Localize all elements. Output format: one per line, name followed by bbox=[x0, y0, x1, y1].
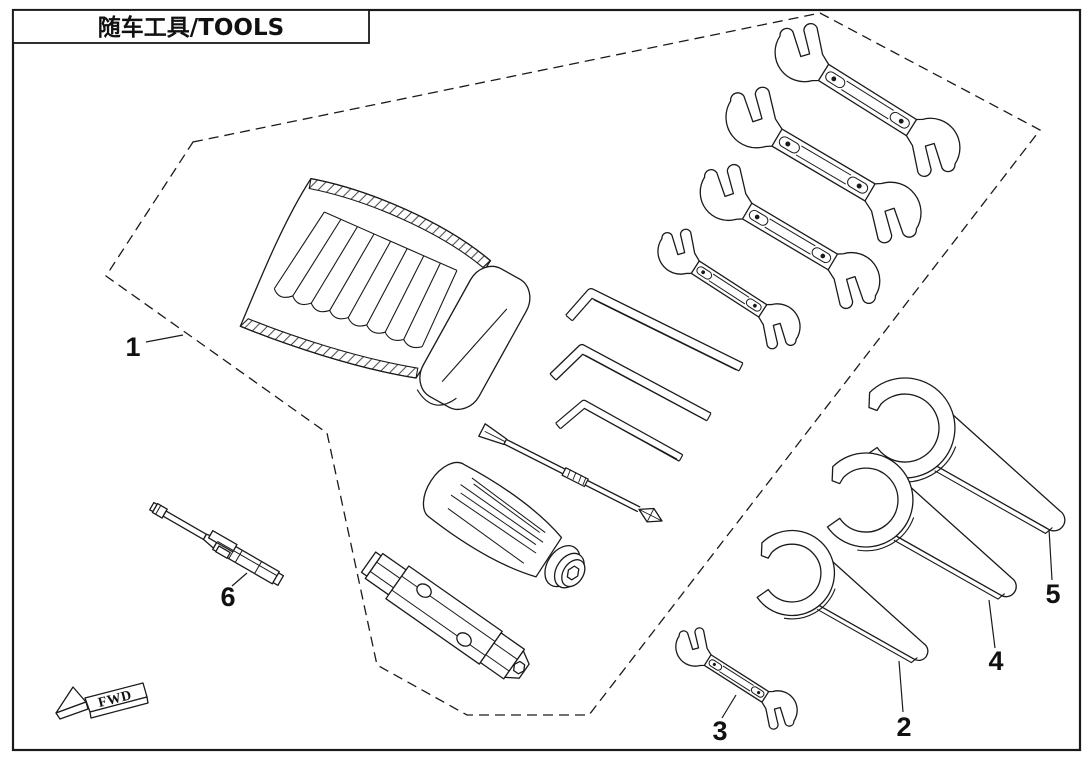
tool-kit-outline bbox=[105, 12, 1041, 716]
screwdriver-handle bbox=[413, 453, 600, 607]
callout-3: 3 bbox=[712, 716, 727, 746]
callout-2: 2 bbox=[896, 712, 911, 742]
page-border bbox=[11, 8, 1082, 752]
tool-roll-pouch-drawing bbox=[231, 160, 542, 444]
callout-5: 5 bbox=[1045, 579, 1060, 609]
knurled-grip bbox=[561, 466, 590, 488]
hook-spanner-small bbox=[756, 529, 929, 664]
callout-6: 6 bbox=[220, 582, 235, 612]
title-box: 随车工具/TOOLS bbox=[12, 9, 370, 44]
fwd-direction-arrow: FWD bbox=[55, 682, 149, 720]
pouch-slots bbox=[273, 197, 463, 368]
pouch-roll-flap bbox=[409, 258, 539, 422]
small-open-end-wrench bbox=[663, 620, 810, 737]
callout-4: 4 bbox=[988, 646, 1003, 676]
hex-key-small bbox=[555, 399, 684, 462]
page-title: 随车工具/TOOLS bbox=[98, 14, 284, 41]
pouch-top-band bbox=[306, 161, 493, 283]
callout-1: 1 bbox=[125, 332, 140, 362]
hook-spanner-large bbox=[863, 377, 1066, 535]
open-end-wrench-2 bbox=[706, 75, 940, 255]
spark-plug-tube-wrench bbox=[357, 546, 536, 688]
valve-extension-tool bbox=[148, 498, 285, 587]
leader-lines bbox=[145, 334, 1053, 719]
tommy-bar-hole bbox=[454, 630, 474, 649]
hex-socket-opening bbox=[511, 660, 527, 676]
pouch-bottom-band bbox=[240, 283, 420, 413]
hex-socket-hole bbox=[565, 565, 581, 582]
hex-key-medium bbox=[549, 344, 712, 422]
double-ended-screwdriver-blade bbox=[478, 423, 663, 523]
hex-key-large bbox=[565, 288, 744, 372]
tommy-bar-hole bbox=[414, 581, 434, 600]
